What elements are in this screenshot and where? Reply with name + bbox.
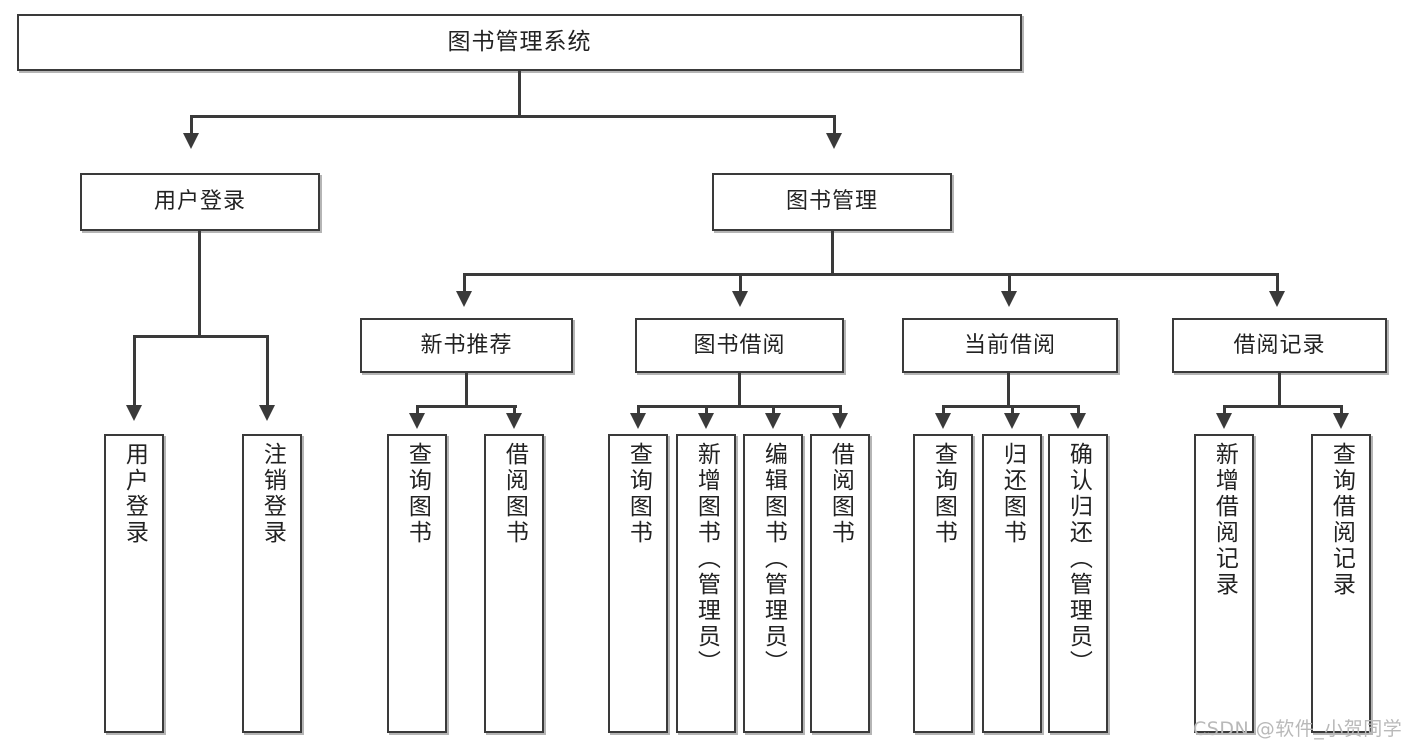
arrow-br-leaf1 bbox=[1216, 413, 1232, 429]
arrow-bb-leaf1 bbox=[630, 413, 646, 429]
arrow-cb-leaf2 bbox=[1004, 413, 1020, 429]
connector-nbr-leaf1 bbox=[416, 405, 419, 417]
leaf-user-login[interactable]: 用户登录 bbox=[104, 434, 164, 733]
connector-root-to-book-manage bbox=[833, 115, 836, 135]
connector-bb-stem bbox=[738, 373, 741, 407]
node-label: 图书管理系统 bbox=[447, 29, 592, 55]
arrow-bb-leaf2 bbox=[698, 413, 714, 429]
connector-user-login-bus bbox=[133, 335, 268, 338]
node-label: 查询图书 bbox=[930, 442, 957, 546]
connector-level2-bus bbox=[463, 273, 1278, 276]
leaf-edit-book[interactable]: 编辑图书（管理员） bbox=[743, 434, 803, 733]
leaf-query-book-2[interactable]: 查询图书 bbox=[608, 434, 668, 733]
connector-book-manage-stem bbox=[831, 231, 834, 275]
node-new-book-recommend[interactable]: 新书推荐 bbox=[360, 318, 573, 373]
leaf-logout[interactable]: 注销登录 bbox=[242, 434, 302, 733]
node-book-manage[interactable]: 图书管理 bbox=[712, 173, 952, 231]
connector-to-new-book-recommend bbox=[463, 273, 466, 293]
arrow-cb-leaf1 bbox=[935, 413, 951, 429]
connector-bb-leaf1 bbox=[637, 405, 640, 417]
node-user-login[interactable]: 用户登录 bbox=[80, 173, 320, 231]
arrow-bb-leaf3 bbox=[765, 413, 781, 429]
arrow-bb-leaf4 bbox=[832, 413, 848, 429]
connector-user-login-leaf2 bbox=[266, 335, 269, 407]
node-label: 当前借阅 bbox=[963, 332, 1056, 358]
leaf-borrow-book-1[interactable]: 借阅图书 bbox=[484, 434, 544, 733]
connector-nbr-bus bbox=[416, 405, 517, 408]
arrow-to-book-borrow bbox=[732, 291, 748, 307]
node-book-borrow[interactable]: 图书借阅 bbox=[635, 318, 844, 373]
connector-bb-leaf4 bbox=[839, 405, 842, 417]
node-label: 确认归还（管理员） bbox=[1065, 442, 1092, 676]
connector-bb-leaf3 bbox=[772, 405, 775, 417]
connector-cb-bus bbox=[942, 405, 1078, 408]
arrow-br-leaf2 bbox=[1333, 413, 1349, 429]
node-label: 新增借阅记录 bbox=[1211, 442, 1238, 598]
connector-br-leaf2 bbox=[1340, 405, 1343, 417]
leaf-query-book-3[interactable]: 查询图书 bbox=[913, 434, 973, 733]
connector-to-book-borrow bbox=[739, 273, 742, 293]
leaf-borrow-book-2[interactable]: 借阅图书 bbox=[810, 434, 870, 733]
arrow-user-login-leaf2 bbox=[259, 405, 275, 421]
leaf-confirm-return[interactable]: 确认归还（管理员） bbox=[1048, 434, 1108, 733]
leaf-return-book[interactable]: 归还图书 bbox=[982, 434, 1042, 733]
node-label: 新增图书（管理员） bbox=[693, 442, 720, 676]
node-label: 用户登录 bbox=[121, 442, 148, 546]
connector-to-current-borrow bbox=[1008, 273, 1011, 293]
node-label: 图书借阅 bbox=[693, 332, 786, 358]
node-current-borrow[interactable]: 当前借阅 bbox=[902, 318, 1118, 373]
connector-cb-leaf1 bbox=[942, 405, 945, 417]
arrow-root-to-user-login bbox=[183, 133, 199, 149]
connector-cb-leaf2 bbox=[1011, 405, 1014, 417]
node-label: 借阅图书 bbox=[827, 442, 854, 546]
leaf-add-record[interactable]: 新增借阅记录 bbox=[1194, 434, 1254, 733]
connector-root-stem bbox=[518, 71, 521, 117]
node-label: 用户登录 bbox=[153, 189, 246, 214]
node-label: 编辑图书（管理员） bbox=[760, 442, 787, 676]
arrow-nbr-leaf1 bbox=[409, 413, 425, 429]
node-label: 借阅记录 bbox=[1233, 332, 1326, 358]
connector-user-login-stem bbox=[198, 231, 201, 337]
leaf-query-record[interactable]: 查询借阅记录 bbox=[1311, 434, 1371, 733]
arrow-user-login-leaf1 bbox=[126, 405, 142, 421]
connector-nbr-stem bbox=[465, 373, 468, 407]
arrow-nbr-leaf2 bbox=[506, 413, 522, 429]
node-root-system[interactable]: 图书管理系统 bbox=[17, 14, 1022, 71]
node-label: 查询借阅记录 bbox=[1328, 442, 1355, 598]
arrow-root-to-book-manage bbox=[826, 133, 842, 149]
node-label: 查询图书 bbox=[404, 442, 431, 546]
connector-user-login-leaf1 bbox=[133, 335, 136, 407]
arrow-to-new-book-recommend bbox=[456, 291, 472, 307]
connector-br-stem bbox=[1278, 373, 1281, 407]
node-borrow-record[interactable]: 借阅记录 bbox=[1172, 318, 1387, 373]
connector-br-leaf1 bbox=[1223, 405, 1226, 417]
connector-cb-stem bbox=[1007, 373, 1010, 407]
connector-bb-bus bbox=[637, 405, 841, 408]
node-label: 归还图书 bbox=[999, 442, 1026, 546]
connector-root-bus bbox=[190, 115, 836, 118]
node-label: 借阅图书 bbox=[501, 442, 528, 546]
connector-root-to-user-login bbox=[190, 115, 193, 135]
connector-to-borrow-record bbox=[1276, 273, 1279, 293]
arrow-to-current-borrow bbox=[1001, 291, 1017, 307]
node-label: 注销登录 bbox=[259, 442, 286, 546]
node-label: 图书管理 bbox=[785, 189, 878, 214]
leaf-query-book-1[interactable]: 查询图书 bbox=[387, 434, 447, 733]
connector-cb-leaf3 bbox=[1077, 405, 1080, 417]
leaf-add-book[interactable]: 新增图书（管理员） bbox=[676, 434, 736, 733]
connector-nbr-leaf2 bbox=[513, 405, 516, 417]
arrow-cb-leaf3 bbox=[1070, 413, 1086, 429]
node-label: 查询图书 bbox=[625, 442, 652, 546]
connector-bb-leaf2 bbox=[705, 405, 708, 417]
node-label: 新书推荐 bbox=[420, 332, 513, 358]
connector-br-bus bbox=[1223, 405, 1343, 408]
arrow-to-borrow-record bbox=[1269, 291, 1285, 307]
